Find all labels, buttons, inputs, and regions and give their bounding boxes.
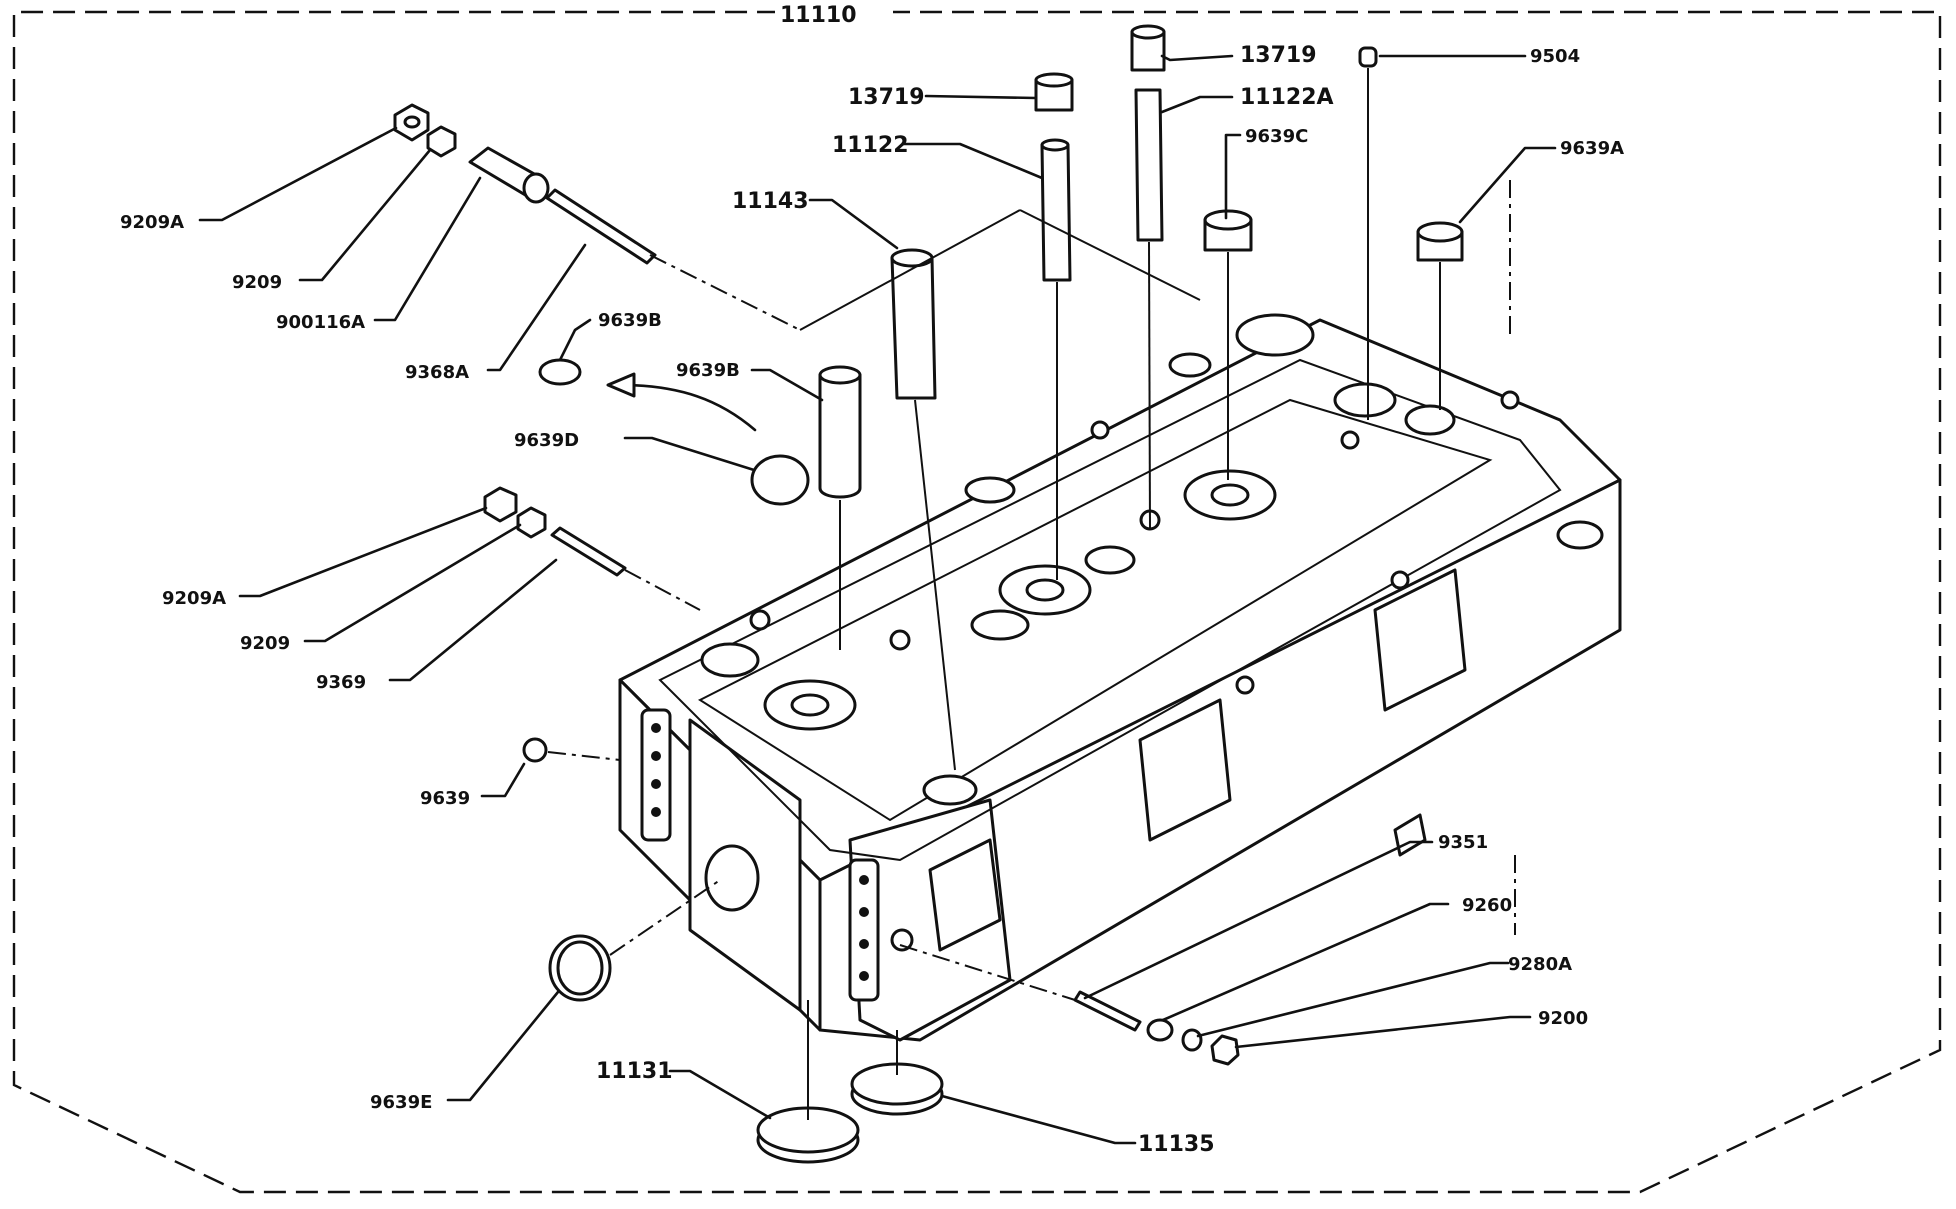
assembly-number: 11110: [780, 3, 857, 28]
ring-9639b: [538, 358, 582, 386]
callout-11143: 11143: [732, 189, 809, 214]
callout-9209-top: 9209: [232, 272, 282, 293]
callout-9639b-a: 9639B: [598, 310, 662, 331]
stud-9369: [550, 526, 627, 577]
assembly-boundary: [12, 0, 1942, 1194]
callout-9260: 9260: [1462, 895, 1512, 916]
plug-9639d: [750, 454, 810, 506]
nut-9209-mid: [516, 506, 547, 539]
callout-9209-mid: 9209: [240, 633, 290, 654]
callout-9639e: 9639E: [370, 1092, 432, 1113]
callout-9351: 9351: [1438, 832, 1488, 853]
washer-9260: [1146, 1018, 1174, 1042]
callout-900116a: 900116A: [276, 312, 365, 333]
callout-13719-b: 13719: [848, 85, 925, 110]
nut-9209-top: [426, 125, 457, 158]
alignment-lines: [547, 68, 1516, 1120]
guide-11122: [1040, 143, 1072, 282]
callout-11135: 11135: [1138, 1132, 1215, 1157]
callout-9280a: 9280A: [1508, 954, 1572, 975]
washer-9280a: [1181, 1028, 1203, 1052]
tube-11143: [890, 256, 937, 400]
callout-9639c: 9639C: [1245, 126, 1308, 147]
callout-9200: 9200: [1538, 1008, 1588, 1029]
plug-9504: [1358, 46, 1378, 68]
callout-11122a: 11122A: [1240, 85, 1334, 110]
callout-9639d: 9639D: [514, 430, 579, 451]
callout-9639b-b: 9639B: [676, 360, 740, 381]
stud-9368a: [545, 188, 657, 265]
guide-11122a: [1134, 88, 1164, 242]
callout-labels: 13719 13719 9504 11122A 11122 9639C 9639…: [120, 43, 1624, 1157]
callout-11122: 11122: [832, 133, 909, 158]
callout-9209a-top: 9209A: [120, 212, 184, 233]
stud-9351: [1073, 990, 1142, 1032]
nut-9209a-mid: [483, 486, 518, 523]
callout-9209a-mid: 9209A: [162, 588, 226, 609]
nut-9200: [1210, 1034, 1240, 1066]
callout-13719-a: 13719: [1240, 43, 1317, 68]
cylinder-head: [618, 313, 1622, 1042]
callout-9368a: 9368A: [405, 362, 469, 383]
callout-9369: 9369: [316, 672, 366, 693]
plug-9639: [522, 737, 548, 763]
leader-lines: [198, 54, 1557, 1145]
callout-11131: 11131: [596, 1059, 673, 1084]
callout-9504: 9504: [1530, 46, 1580, 67]
sleeve-9639b: [818, 373, 862, 499]
rotation-arrow: [618, 383, 757, 432]
callout-9639: 9639: [420, 788, 470, 809]
callout-9639a: 9639A: [1560, 138, 1624, 159]
